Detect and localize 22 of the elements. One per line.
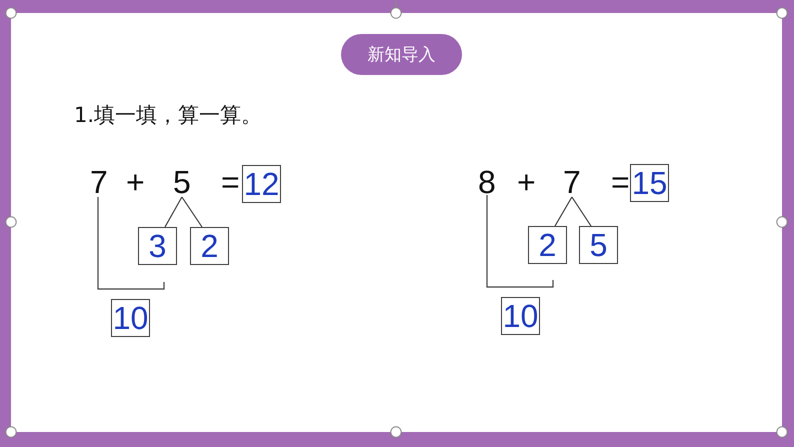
plus-sign: + [126,167,145,197]
answer-box: 10 [111,299,150,337]
number: 5 [173,167,191,197]
answer-box: 3 [138,227,177,265]
answer-box: 2 [190,227,229,265]
answer-box: 10 [501,297,540,335]
answer-box: 15 [630,164,669,202]
plus-sign: + [517,167,536,197]
connector-line [164,196,182,228]
equals-sign: = [221,167,240,197]
equals-sign: = [611,167,630,197]
number: 7 [563,167,581,197]
connector-line [554,196,572,226]
connector-line [181,196,202,228]
connector-line [571,196,592,226]
answer-box: 5 [579,226,618,264]
answer-box: 12 [242,165,281,203]
number: 8 [478,167,496,197]
question-text: 1.填一填，算一算。 [74,102,262,128]
title-pill: 新知导入 [341,34,462,75]
number: 7 [90,167,108,197]
answer-box: 2 [528,226,567,264]
